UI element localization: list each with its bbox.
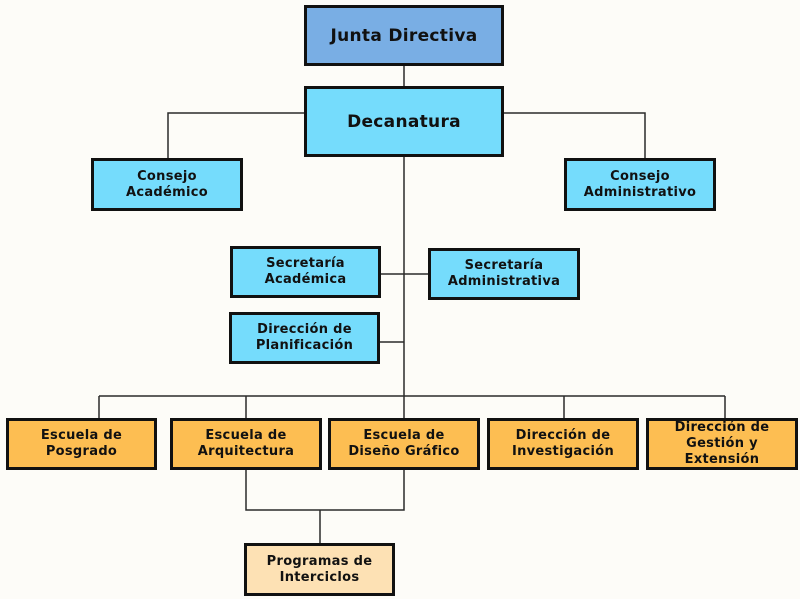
node-label: Dirección de Investigación: [511, 428, 615, 459]
node-label: Dirección de Planificación: [255, 322, 354, 353]
node-label: Decanatura: [347, 111, 461, 132]
connector-consejo-administrativo: [502, 112, 646, 160]
node-label: Escuela de Posgrado: [40, 428, 123, 459]
node-escuela-arquitectura: Escuela de Arquitectura: [170, 418, 322, 470]
node-secretaria-academica: Secretaría Académica: [230, 246, 381, 298]
node-direccion-gestion-extension: Dirección de Gestión y Extensión: [646, 418, 798, 470]
node-escuela-diseno-grafico: Escuela de Diseño Gráfico: [328, 418, 480, 470]
node-label: Escuela de Diseño Gráfico: [348, 428, 460, 459]
node-label: Dirección de Gestión y Extensión: [674, 420, 770, 467]
connector-consejo-academico: [167, 112, 306, 160]
node-label: Consejo Administrativo: [583, 168, 697, 200]
node-label: Escuela de Arquitectura: [197, 428, 295, 459]
node-label: Secretaría Administrativa: [447, 258, 561, 289]
node-label: Programas de Interciclos: [266, 553, 373, 585]
connector-interciclos: [245, 468, 405, 545]
node-decanatura: Decanatura: [304, 86, 504, 157]
node-direccion-investigacion: Dirección de Investigación: [487, 418, 639, 470]
node-label: Junta Directiva: [330, 25, 478, 46]
node-escuela-posgrado: Escuela de Posgrado: [6, 418, 157, 470]
node-secretaria-administrativa: Secretaría Administrativa: [428, 248, 580, 300]
node-consejo-administrativo: Consejo Administrativo: [564, 158, 716, 211]
node-junta-directiva: Junta Directiva: [304, 5, 504, 66]
node-label: Secretaría Académica: [264, 256, 347, 287]
node-label: Consejo Académico: [125, 168, 208, 200]
node-consejo-academico: Consejo Académico: [91, 158, 243, 211]
node-programas-interciclos: Programas de Interciclos: [244, 543, 395, 596]
node-direccion-planificacion: Dirección de Planificación: [229, 312, 380, 364]
